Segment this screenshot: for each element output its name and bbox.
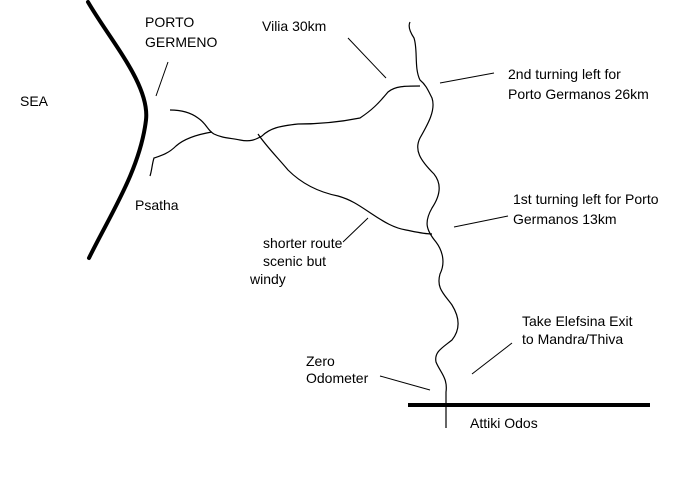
- shorter-scenic-route: [257, 133, 433, 235]
- leader-porto-germeno: [155, 61, 169, 97]
- leader-shorter-route: [342, 217, 369, 243]
- coastline: [86, 0, 149, 260]
- porto-germeno-label: PORTO GERMENO: [145, 14, 217, 50]
- main-road-north: [408, 21, 459, 428]
- psatha-branch: [149, 131, 213, 177]
- first-turning-label: 1st turning left for Porto Germanos 13km: [513, 191, 662, 227]
- psatha-label: Psatha: [135, 197, 179, 213]
- vilia-label: Vilia 30km: [262, 18, 326, 34]
- zero-odometer-label: Zero Odometer: [306, 353, 369, 386]
- second-turning-label: 2nd turning left for Porto Germanos 26km: [508, 66, 649, 102]
- leader-second-turning: [439, 72, 495, 84]
- sea-label: SEA: [20, 93, 49, 109]
- northern-route: [169, 85, 421, 142]
- attiki-odos-label: Attiki Odos: [470, 415, 538, 431]
- leader-vilia: [347, 37, 387, 79]
- leader-zero-odometer: [379, 375, 431, 391]
- leader-elefsina-exit: [471, 342, 513, 375]
- elefsina-exit-label: Take Elefsina Exit to Mandra/Thiva: [522, 313, 636, 347]
- leader-first-turning: [453, 215, 509, 228]
- shorter-route-label: shorter route scenic but windy: [249, 235, 346, 287]
